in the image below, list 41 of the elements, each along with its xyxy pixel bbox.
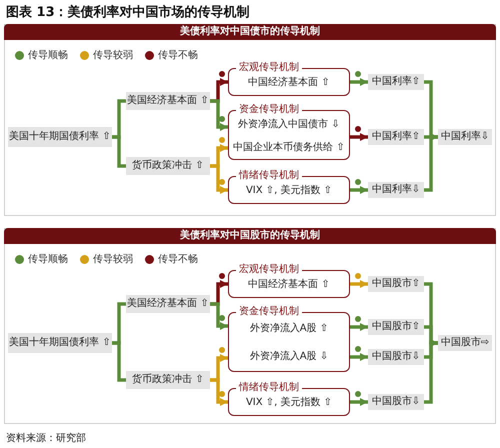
box-heading: 宏观传导机制: [236, 264, 302, 276]
process-box: 美国十年期国债利率 ⇧: [8, 333, 112, 353]
process-box: 中国股市⇧: [368, 276, 424, 292]
box-text: 外资净流入A股 ⇩: [250, 351, 328, 363]
figure-title: 图表 13：美债利率对中国市场的传导机制: [6, 4, 250, 21]
box-heading: 情绪传导机制: [236, 382, 302, 394]
box-heading: 情绪传导机制: [236, 170, 302, 182]
box-text: 中国经济基本面 ⇧: [248, 279, 330, 291]
legend-label: 传导不畅: [158, 49, 198, 62]
box-text: VIX ⇧, 美元指数 ⇧: [246, 397, 332, 409]
box-text: VIX ⇧, 美元指数 ⇧: [246, 185, 332, 197]
process-box: 美国经济基本面 ⇧: [126, 92, 210, 110]
process-box: 中国利率⇩: [438, 129, 492, 145]
box-heading: 资金传导机制: [236, 104, 302, 116]
process-box: 中国利率⇩: [368, 182, 424, 198]
process-box: 中国利率⇧: [368, 74, 424, 90]
box-heading: 资金传导机制: [236, 306, 302, 318]
process-box: 中国股市⇨: [438, 335, 492, 351]
legend-label: 传导不畅: [158, 253, 198, 266]
process-box: 中国股市⇩: [368, 394, 424, 410]
box-text: 中国经济基本面 ⇧: [248, 77, 330, 89]
box-text: 外资净流入A股 ⇧: [250, 323, 328, 335]
process-box: 美国经济基本面 ⇧: [126, 295, 210, 313]
legend-label: 传导顺畅: [28, 253, 68, 266]
panel: [4, 24, 496, 216]
process-box: 中国利率⇧: [368, 129, 424, 145]
box-text: 外资净流入中国债市 ⇩: [238, 118, 340, 130]
legend-label: 传导较弱: [93, 48, 133, 62]
process-box: 中国股市⇩: [368, 349, 424, 365]
panel-header: 美债利率对中国股市的传导机制: [4, 228, 496, 244]
box-text: 中国企业本币债务供给 ⇧: [233, 142, 345, 154]
source-note: 资料来源：研究部: [6, 432, 86, 445]
panel: [4, 228, 496, 424]
box-heading: 宏观传导机制: [236, 62, 302, 74]
legend-label: 传导较弱: [93, 252, 133, 266]
panel-header: 美债利率对中国债市的传导机制: [4, 24, 496, 40]
legend-label: 传导顺畅: [28, 49, 68, 62]
process-box: 货币政策冲击 ⇧: [126, 157, 210, 175]
process-box: 中国股市⇧: [368, 319, 424, 335]
process-box: 货币政策冲击 ⇧: [126, 371, 210, 389]
process-box: 美国十年期国债利率 ⇧: [8, 127, 112, 147]
